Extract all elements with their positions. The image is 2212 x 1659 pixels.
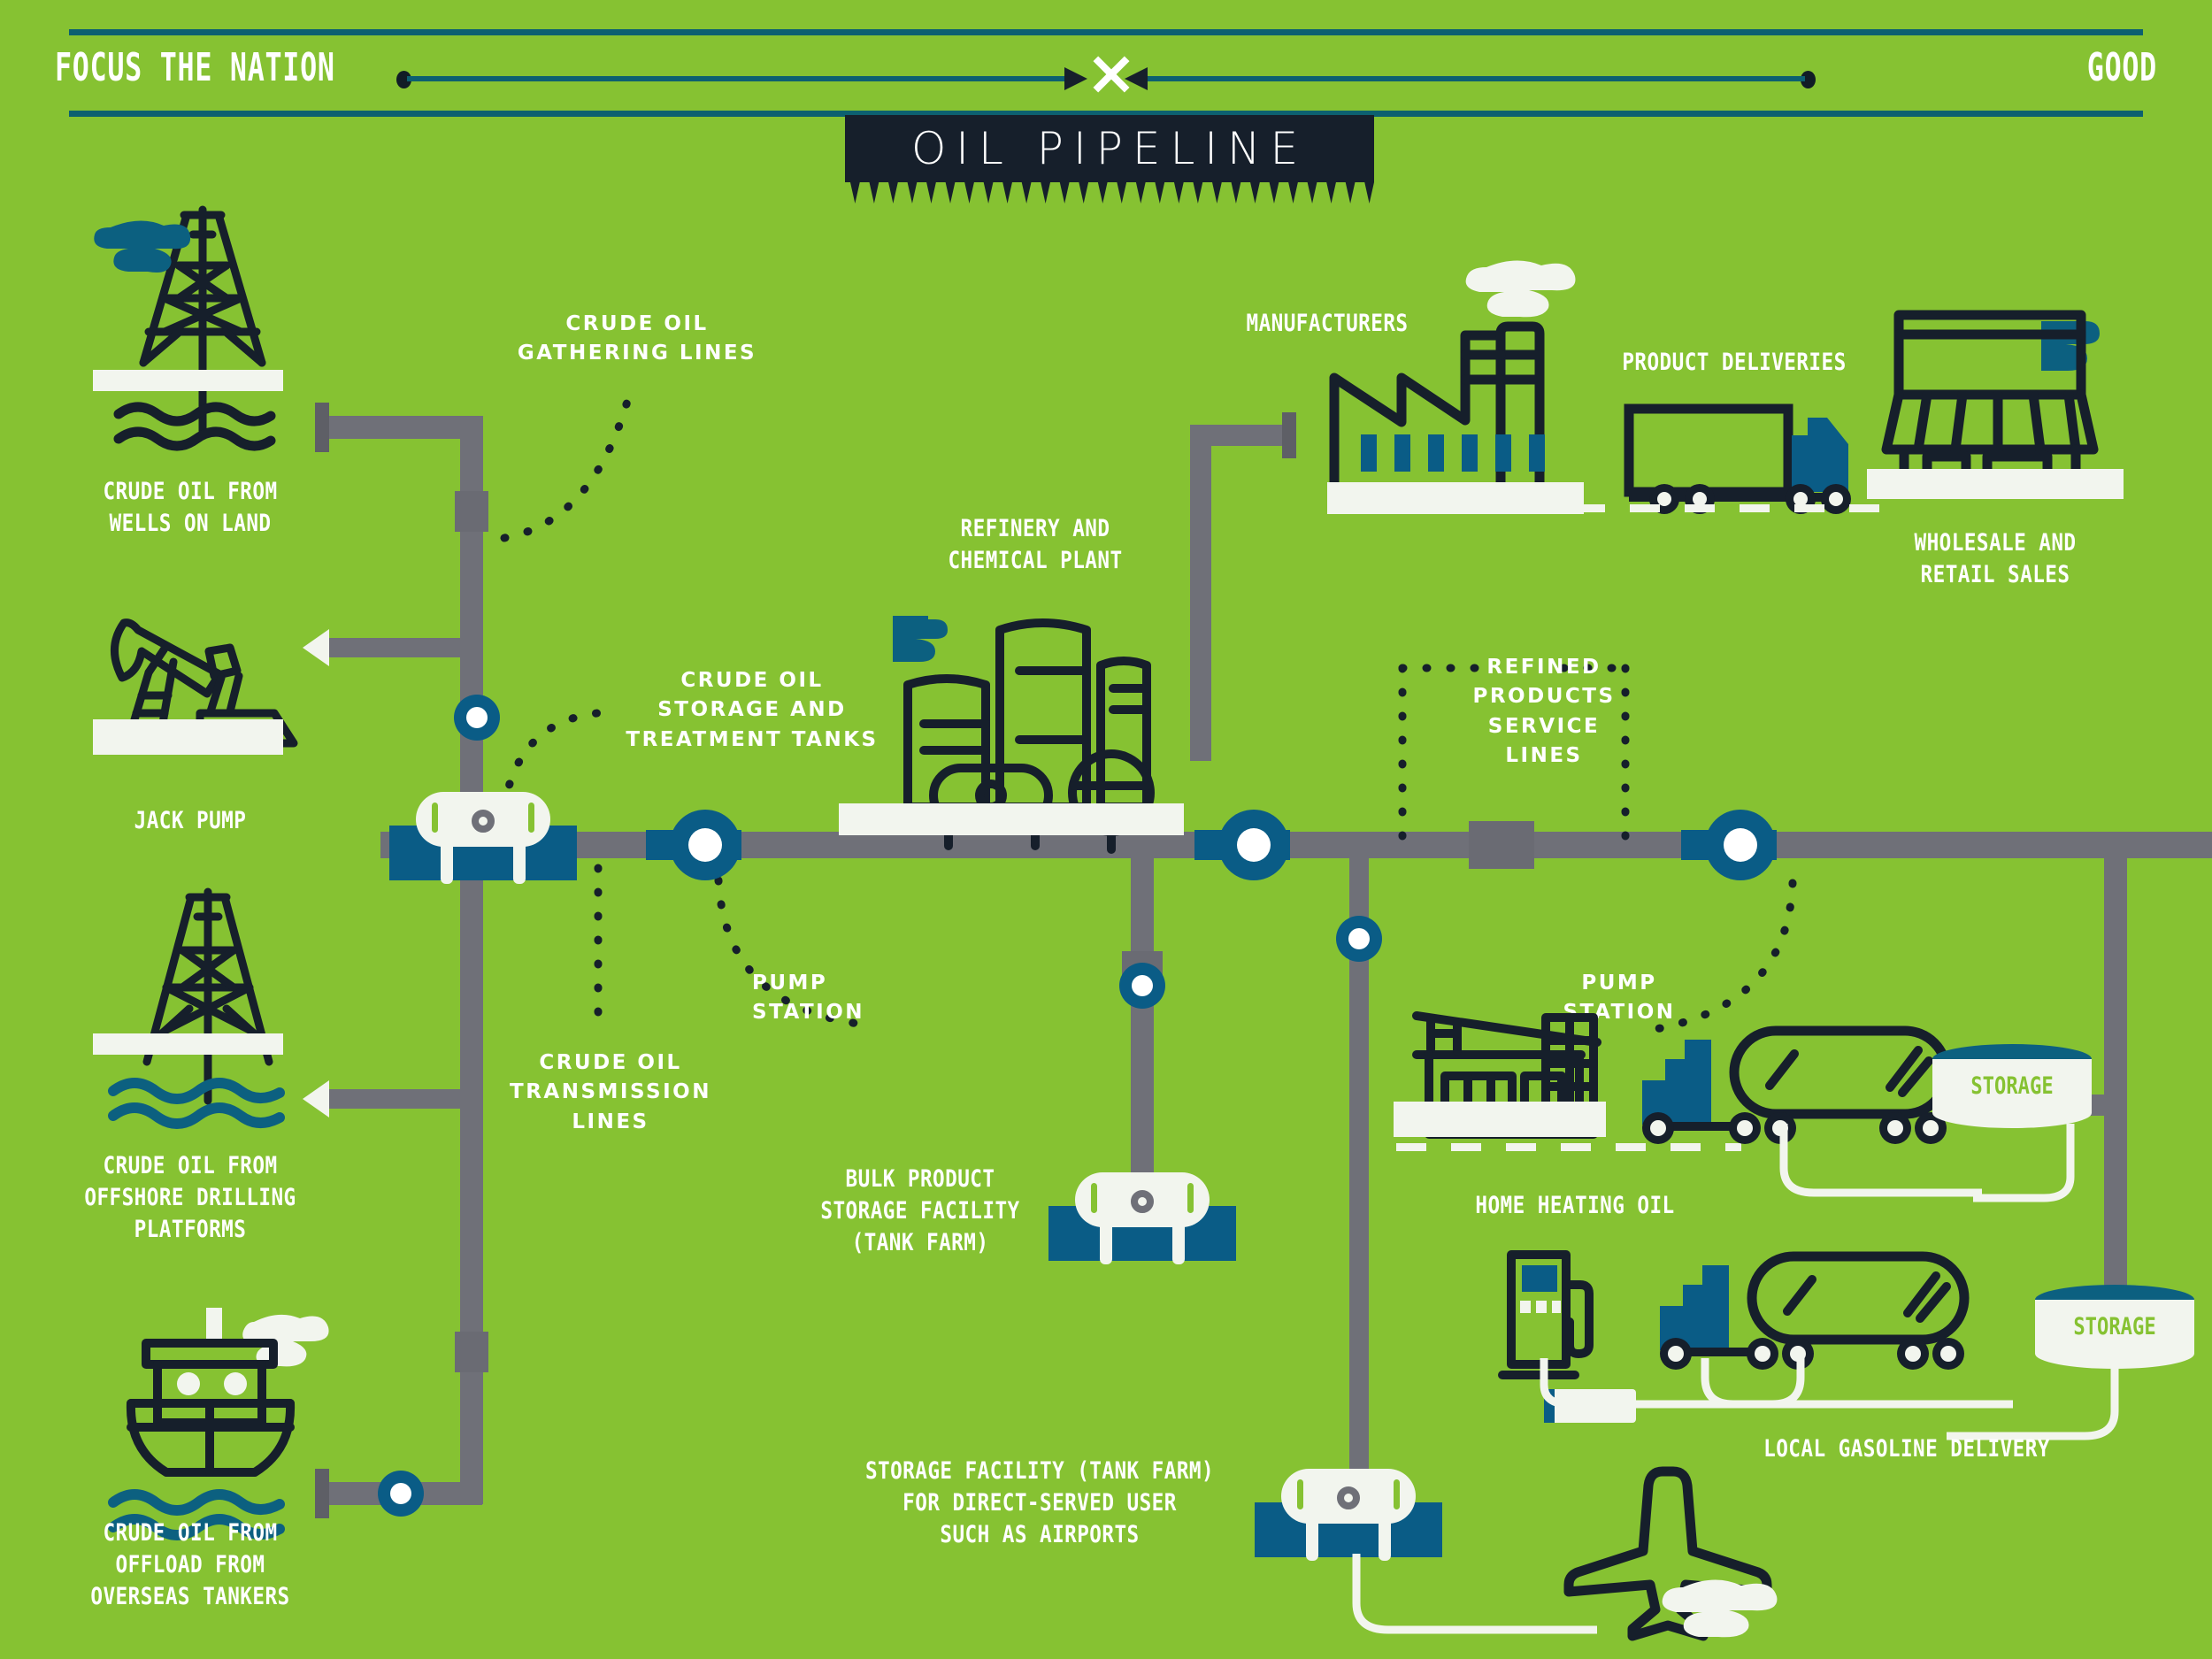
ground-bar-wells	[93, 370, 283, 391]
page-title: OIL PIPELINE	[910, 123, 1309, 174]
airport-feed-line	[1352, 1554, 1597, 1634]
valve-branch-airport	[1336, 916, 1382, 962]
annotation-pump-station-right: PUMP STATION	[1563, 972, 1676, 1025]
source-wells-on-land	[80, 199, 336, 465]
header-brand-left: FOCUS THE NATION	[55, 45, 335, 90]
header-brand-right: GOOD	[2086, 45, 2157, 90]
annotation-gathering-lines: CRUDE OIL GATHERING LINES	[517, 312, 757, 365]
header-arrow-dot-right	[1801, 71, 1816, 88]
gasoline-tanker-truck-icon	[1655, 1248, 1973, 1371]
gathering-line-wells-cap	[315, 403, 329, 452]
source-label-offshore: CRUDE OIL FROM OFFSHORE DRILLING PLATFOR…	[84, 1152, 296, 1243]
ground-bar-store	[1867, 469, 2124, 499]
source-label-wells-on-land: CRUDE OIL FROM WELLS ON LAND	[103, 478, 278, 537]
source-label-jack-pump: JACK PUMP	[134, 807, 247, 834]
storefront-icon	[1881, 308, 2106, 503]
pump-station-left[interactable]	[646, 810, 741, 880]
annotation-storage-treatment: CRUDE OIL STORAGE AND TREATMENT TANKS	[626, 669, 879, 751]
storage-tank-lower: STORAGE	[2035, 1285, 2194, 1373]
pump-station-mid[interactable]	[1194, 810, 1290, 880]
airplane-icon	[1563, 1464, 1772, 1641]
crude-storage-tank	[389, 792, 577, 884]
water-waves-wells-icon	[113, 400, 281, 453]
gasoline-delivery-feed-lines	[1540, 1358, 2013, 1409]
leader-gathering-lines	[500, 394, 633, 542]
ground-bar-factory	[1327, 482, 1584, 514]
leader-transmission-lines	[594, 864, 603, 1035]
refinery-outlet-cap	[1282, 412, 1296, 458]
gathering-line-wells	[319, 416, 482, 439]
oil-splash-icon	[93, 217, 208, 296]
leader-pump-station-right	[1641, 879, 1797, 1035]
airport-storage-tank-farm	[1255, 1469, 1442, 1561]
node-label-home-heating: HOME HEATING OIL	[1475, 1192, 1675, 1219]
pipe-collar-lower	[455, 1332, 488, 1372]
header-rule-bottom	[69, 111, 2143, 117]
bulk-storage-tank-farm	[1048, 1172, 1236, 1264]
source-label-tankers: CRUDE OIL FROM OFFLOAD FROM OVERSEAS TAN…	[90, 1519, 290, 1610]
source-tanker-ship	[104, 1308, 326, 1485]
header-rule-top	[69, 29, 2143, 35]
node-label-wholesale-retail: WHOLESALE AND RETAIL SALES	[1914, 529, 2077, 588]
ground-bar-refinery	[839, 803, 1184, 835]
node-label-local-gasoline: LOCAL GASOLINE DELIVERY	[1763, 1435, 2050, 1463]
x-icon	[1092, 55, 1131, 94]
storage-lower-link-line	[1947, 1367, 2119, 1440]
road-dashes-heating	[1396, 1143, 1741, 1151]
annotation-transmission-lines: CRUDE OIL TRANSMISSION LINES	[510, 1051, 711, 1133]
gathering-line-tankers-cap	[315, 1469, 329, 1518]
pipe-collar-mid-right	[1469, 821, 1534, 869]
water-waves-offshore-icon	[108, 1075, 285, 1130]
valve-branch-bulk	[1119, 963, 1165, 1009]
delivery-truck-icon	[1624, 398, 1863, 514]
crude-trunk-vertical	[460, 416, 483, 1504]
water-waves-ship-icon	[108, 1486, 285, 1541]
feed-arrow-offshore	[303, 1080, 329, 1118]
feed-line-offshore	[329, 1089, 475, 1109]
smoke-puff-factory-icon	[1465, 257, 1593, 319]
fuel-pump-icon	[1495, 1246, 1601, 1387]
branch-bulk-storage	[1131, 845, 1154, 1190]
leader-refined-service-lines	[1398, 664, 1630, 845]
storage-tank-upper-label: STORAGE	[1970, 1072, 2054, 1100]
node-label-airport-storage: STORAGE FACILITY (TANK FARM) FOR DIRECT-…	[864, 1457, 1215, 1548]
header-arrow-left	[407, 76, 1066, 81]
pipe-collar-upper	[455, 491, 488, 532]
header-arrow-dot-left	[396, 71, 411, 88]
header-arrowhead-left	[1064, 67, 1087, 90]
branch-airport-storage	[1349, 845, 1369, 1500]
oil-splash-refinery-icon	[889, 611, 987, 672]
source-offshore-platform	[97, 885, 319, 1106]
valve-upper-left	[454, 695, 500, 741]
node-label-product-deliveries: PRODUCT DELIVERIES	[1622, 349, 1847, 376]
ground-bar-offshore	[93, 1033, 283, 1055]
leader-pump-station-left	[714, 876, 863, 1028]
header-arrow-right	[1146, 76, 1805, 81]
node-label-bulk-storage: BULK PRODUCT STORAGE FACILITY (TANK FARM…	[820, 1165, 1020, 1256]
node-label-refinery: REFINERY AND CHEMICAL PLANT	[948, 515, 1123, 574]
title-banner: OIL PIPELINE	[845, 115, 1374, 182]
smoke-puff-ship-icon	[242, 1310, 332, 1379]
valve-lower-left	[378, 1471, 424, 1517]
storage-tank-upper: STORAGE	[1932, 1044, 2092, 1133]
factory-icon	[1327, 321, 1584, 500]
refinery-outlet-vertical	[1190, 425, 1211, 761]
cloud-puff-airplane-icon	[1662, 1575, 1796, 1638]
feed-arrow-jackpump	[303, 629, 329, 666]
branch-right-storage	[2104, 845, 2127, 1296]
storage-tank-lower-label: STORAGE	[2073, 1313, 2156, 1340]
node-label-manufacturers: MANUFACTURERS	[1246, 310, 1409, 337]
annotation-pump-station-left: PUMP STATION	[752, 972, 865, 1025]
title-banner-zigzag	[845, 182, 1374, 204]
ground-bar-building	[1394, 1102, 1606, 1137]
feed-line-jackpump	[329, 638, 475, 657]
ground-bar-jackpump	[93, 719, 283, 755]
road-dashes-deliveries	[1575, 504, 1885, 512]
annotation-refined-service-lines: REFINED PRODUCTS SERVICE LINES	[1472, 656, 1616, 768]
pump-station-right[interactable]	[1681, 810, 1777, 880]
heating-oil-feed-line	[1779, 1124, 1982, 1197]
storage-upper-link-line	[1973, 1124, 2075, 1202]
